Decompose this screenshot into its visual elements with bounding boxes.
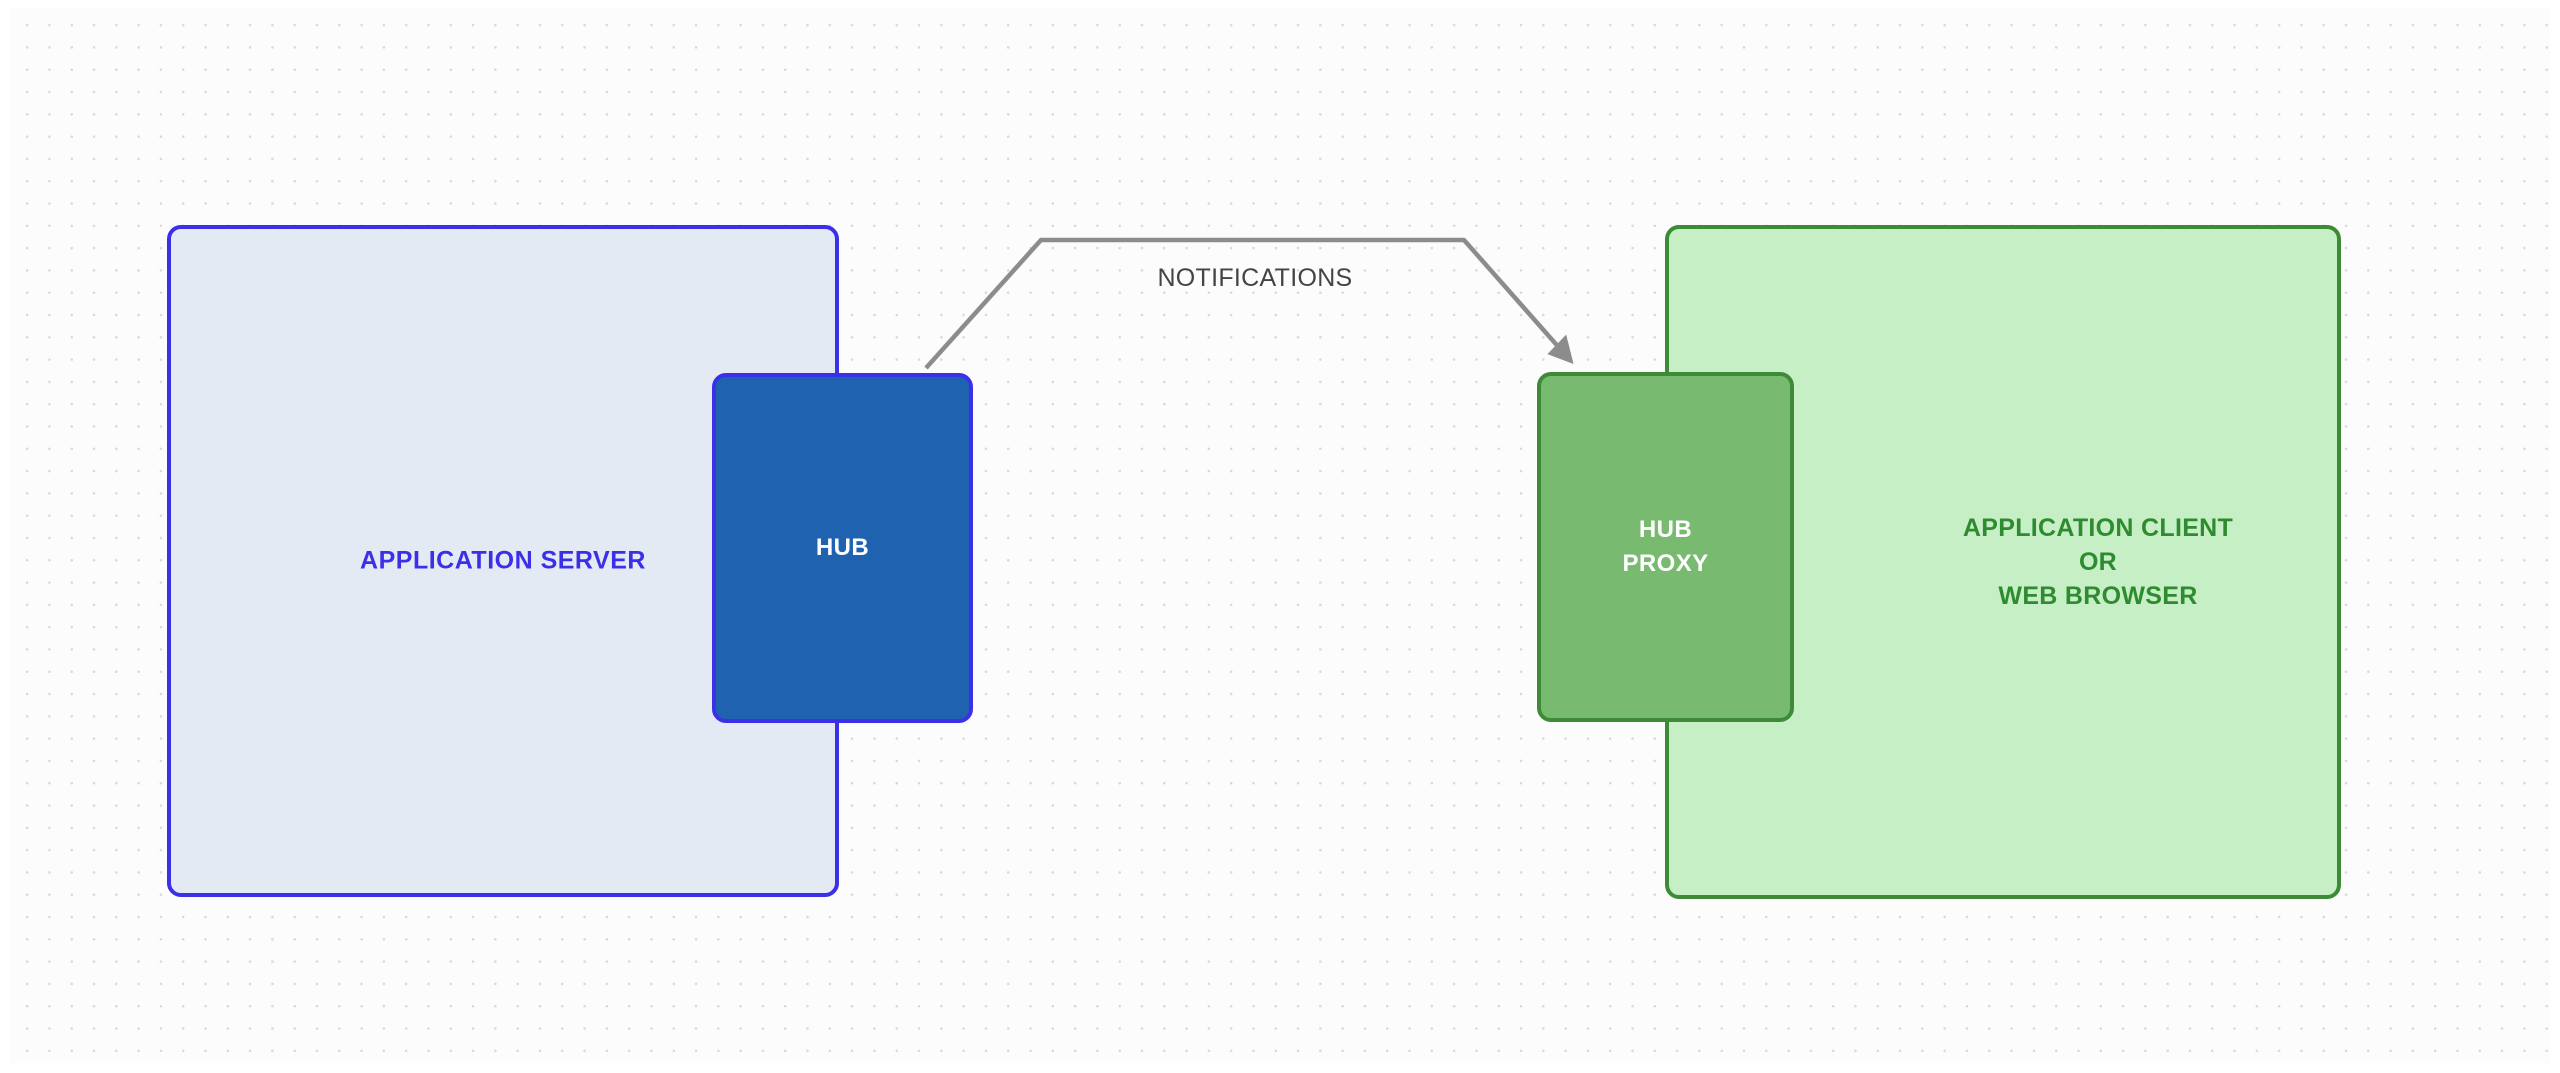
- hub-proxy-label: HUB PROXY: [1622, 513, 1708, 581]
- hub-label: HUB: [815, 534, 870, 561]
- node-hub[interactable]: HUB: [712, 373, 973, 723]
- node-hub-proxy[interactable]: HUB PROXY: [1537, 372, 1794, 722]
- application-client-label: APPLICATION CLIENT OR WEB BROWSER: [1859, 511, 2337, 613]
- application-client-label-line-2: OR: [2078, 548, 2118, 576]
- hub-proxy-label-line-2: PROXY: [1622, 550, 1709, 577]
- application-client-label-line-3: WEB BROWSER: [1998, 582, 2198, 610]
- application-client-label-line-1: APPLICATION CLIENT: [1962, 514, 2234, 542]
- application-server-label: APPLICATION SERVER: [360, 546, 646, 575]
- hub-proxy-label-line-1: HUB: [1638, 515, 1693, 543]
- notifications-connector-label: NOTIFICATIONS: [1157, 264, 1353, 292]
